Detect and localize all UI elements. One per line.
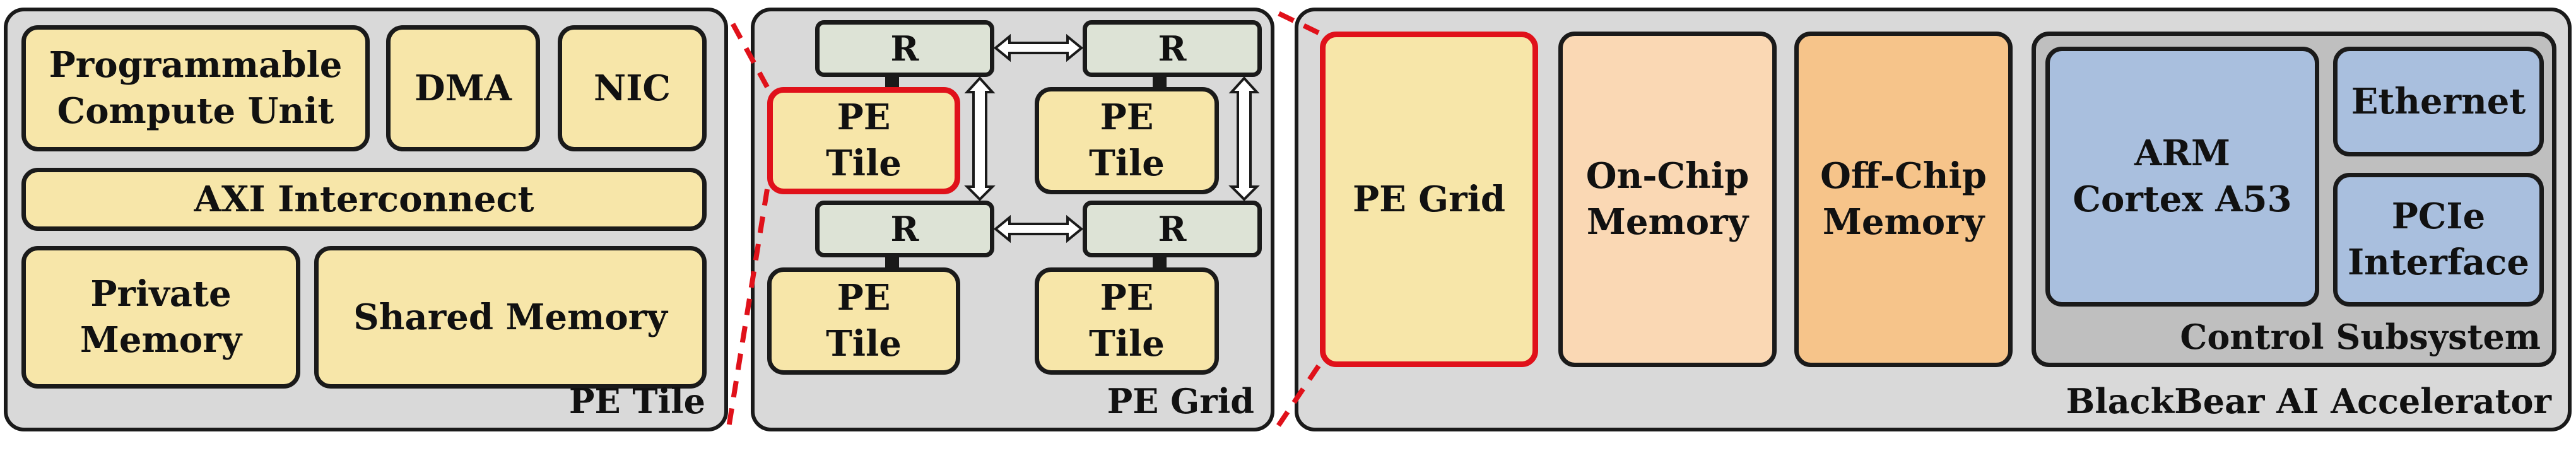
pe-tile-label: PE Tile xyxy=(568,381,705,421)
router-top-left: R xyxy=(815,20,994,77)
ethernet-block: Ethernet xyxy=(2333,47,2544,156)
off-chip-memory: Off-Chip Memory xyxy=(1794,32,2013,367)
router-bottom-right: R xyxy=(1083,201,1262,257)
pe-tile-highlighted: PE Tile xyxy=(767,87,960,194)
router-tile-link xyxy=(1153,77,1167,90)
on-chip-memory: On-Chip Memory xyxy=(1558,32,1777,367)
programmable-compute-unit: Programmable Compute Unit xyxy=(21,25,370,151)
router-bottom-left: R xyxy=(815,201,994,257)
pe-tile-bottom-left: PE Tile xyxy=(767,267,960,375)
horizontal-arrow-top xyxy=(993,33,1084,62)
pe-tile-panel: Programmable Compute Unit DMA NIC AXI In… xyxy=(4,8,728,431)
router-tile-link xyxy=(1153,257,1167,270)
accelerator-label: BlackBear AI Accelerator xyxy=(2066,381,2551,421)
pe-grid-panel: R R R R PE Tile PE Tile PE Tile PE Tile … xyxy=(751,8,1274,431)
router-top-right: R xyxy=(1083,20,1262,77)
pe-tile-bottom-right: PE Tile xyxy=(1035,267,1219,375)
dma-block: DMA xyxy=(386,25,540,151)
control-subsystem-label: Control Subsystem xyxy=(2180,316,2541,357)
pe-tile-top-right: PE Tile xyxy=(1035,87,1219,194)
private-memory: Private Memory xyxy=(21,246,300,389)
nic-block: NIC xyxy=(558,25,707,151)
horizontal-arrow-bottom xyxy=(993,214,1084,243)
pcie-interface: PCIe Interface xyxy=(2333,173,2544,307)
router-tile-link xyxy=(885,257,899,270)
arm-cortex-a53: ARM Cortex A53 xyxy=(2045,47,2319,307)
accelerator-panel: PE Grid On-Chip Memory Off-Chip Memory C… xyxy=(1295,8,2572,431)
router-tile-link xyxy=(885,77,899,90)
shared-memory: Shared Memory xyxy=(314,246,707,389)
vertical-arrow-right xyxy=(1228,76,1260,201)
pe-grid-label: PE Grid xyxy=(1107,381,1254,421)
vertical-arrow-left xyxy=(964,76,996,201)
accelerator-pe-grid: PE Grid xyxy=(1320,32,1538,367)
axi-interconnect: AXI Interconnect xyxy=(21,168,707,231)
